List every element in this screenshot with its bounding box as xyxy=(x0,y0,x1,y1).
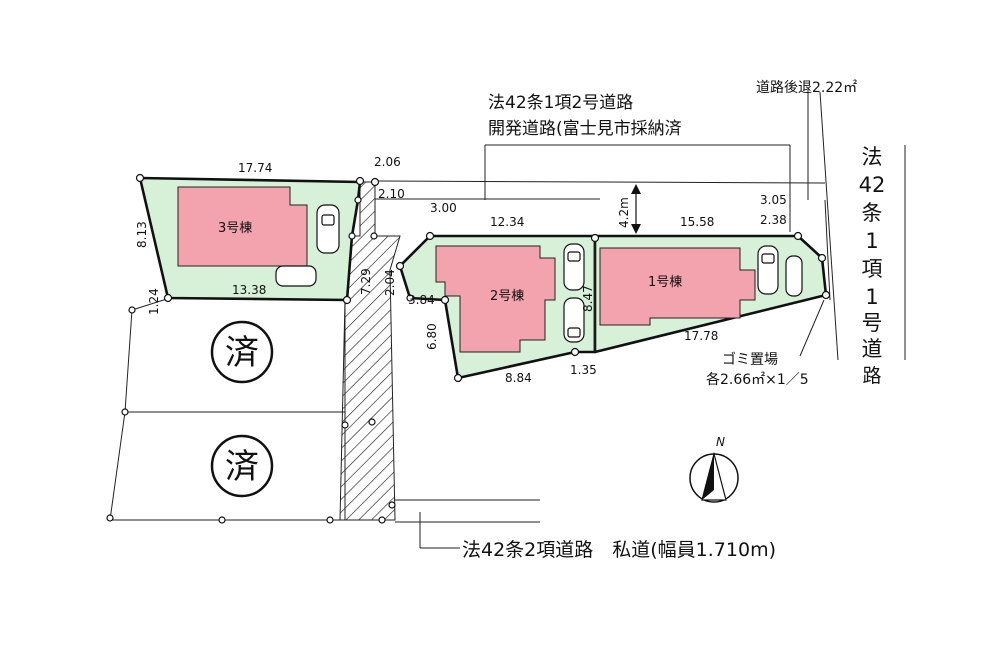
compass-north-label: N xyxy=(716,435,725,449)
sold-mark-1: 済 xyxy=(210,320,274,384)
garbage-label-2: 各2.66㎡×1／5 xyxy=(706,372,809,388)
dim-2-38: 2.38 xyxy=(760,213,787,227)
building-1 xyxy=(599,247,756,326)
width-arrow xyxy=(631,184,641,234)
garbage-label-1: ゴミ置場 xyxy=(722,351,778,368)
svg-text:法: 法 xyxy=(862,145,883,169)
dim-15-58: 15.58 xyxy=(680,215,714,229)
dim-3-05: 3.05 xyxy=(760,193,787,207)
dim-7-29: 7.29 xyxy=(359,268,373,295)
dim-2-04: 2.04 xyxy=(383,269,397,296)
dev-road-label-2: 開発道路(富士見市採納済 xyxy=(488,119,682,139)
building-2-label: 2号棟 xyxy=(490,289,524,304)
dim-8-13: 8.13 xyxy=(135,221,149,248)
compass-icon: N xyxy=(689,435,739,503)
svg-text:号: 号 xyxy=(862,311,883,335)
svg-text:項: 項 xyxy=(862,257,883,281)
dim-1-24: 1.24 xyxy=(147,288,161,315)
dim-17-74-top: 17.74 xyxy=(238,161,272,175)
dim-8-47: 8.47 xyxy=(581,285,595,312)
side-road-label: 法 42 条 1 項 1 号 道 路 xyxy=(859,145,886,387)
building-3-label: 3号棟 xyxy=(218,221,252,236)
svg-text:済: 済 xyxy=(225,447,259,487)
dim-6-80: 6.80 xyxy=(425,323,439,350)
parking-cars xyxy=(275,204,803,343)
svg-text:1: 1 xyxy=(865,229,878,253)
svg-text:1: 1 xyxy=(865,285,878,309)
dim-13-38: 13.38 xyxy=(232,283,266,297)
dim-2-06: 2.06 xyxy=(374,155,401,169)
building-1-label: 1号棟 xyxy=(648,275,682,290)
survey-points xyxy=(135,173,831,524)
reference-lines xyxy=(374,88,906,549)
dimension-labels: 17.74 2.06 2.10 8.13 1.24 13.38 7.29 2.0… xyxy=(135,155,787,385)
svg-text:路: 路 xyxy=(862,365,881,387)
building-3 xyxy=(177,186,308,267)
svg-text:42: 42 xyxy=(859,173,886,197)
dim-12-34: 12.34 xyxy=(490,215,524,229)
svg-text:条: 条 xyxy=(862,201,883,225)
dim-3-84: 3.84 xyxy=(408,293,435,307)
private-road-label: 法42条2項道路 私道(幅員1.710m) xyxy=(462,539,776,561)
dim-2-10: 2.10 xyxy=(378,187,405,201)
setback-label: 道路後退2.22㎡ xyxy=(756,80,857,96)
svg-text:済: 済 xyxy=(225,333,259,373)
dim-1-35: 1.35 xyxy=(570,363,597,377)
building-2 xyxy=(435,245,556,353)
dim-3-00: 3.00 xyxy=(430,201,457,215)
dev-road-label-1: 法42条1項2号道路 xyxy=(488,93,633,113)
sold-mark-2: 済 xyxy=(210,434,274,498)
dim-4-2m: 4.2m xyxy=(617,197,631,228)
dim-17-78: 17.78 xyxy=(684,329,718,343)
dim-8-84: 8.84 xyxy=(505,371,532,385)
svg-text:道: 道 xyxy=(862,337,883,361)
